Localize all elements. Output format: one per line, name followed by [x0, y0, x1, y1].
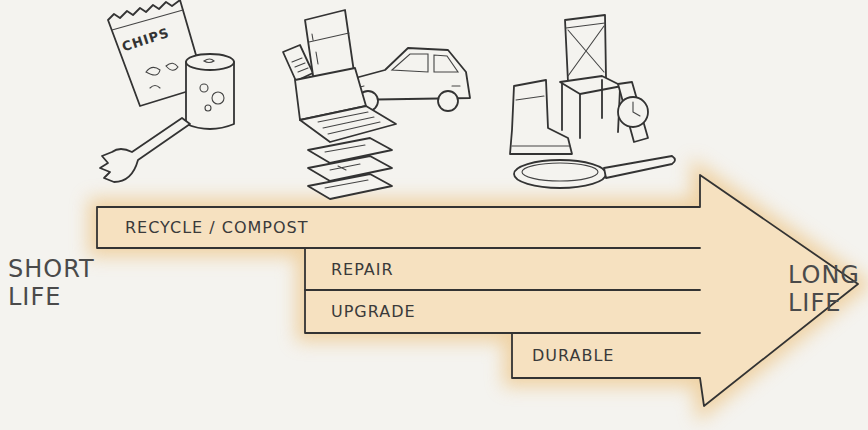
- chair-cross: [566, 23, 605, 76]
- pan-handle: [604, 156, 675, 178]
- device-layer: [308, 174, 392, 199]
- car-wheel: [438, 91, 458, 111]
- chair-legs: [562, 80, 620, 138]
- arrow-band: DURABLE: [512, 333, 700, 378]
- arrow-outline: [97, 175, 858, 406]
- arrow-glow: [97, 175, 858, 406]
- arrow-fill: [97, 175, 858, 406]
- chip-sketch: [146, 63, 178, 88]
- watch-strap: [618, 82, 648, 142]
- car-windows: [356, 54, 460, 88]
- can-bubble: [212, 92, 224, 104]
- band-label: REPAIR: [331, 260, 394, 279]
- phone-keys: [292, 58, 308, 72]
- band-label: RECYCLE / COMPOST: [125, 218, 309, 237]
- layer-detail: [325, 145, 368, 188]
- band-label: DURABLE: [532, 346, 614, 365]
- pan-inner: [522, 163, 598, 181]
- can-bubble: [200, 84, 208, 92]
- frying-pan: [514, 160, 606, 188]
- band-divider: [512, 332, 700, 334]
- watch-face: [618, 97, 648, 127]
- band-label: UPGRADE: [331, 302, 416, 321]
- soda-can: [186, 62, 234, 129]
- bag-crimp: [112, 10, 183, 30]
- arrow-band: UPGRADE: [305, 290, 700, 333]
- can-tab: [204, 59, 214, 63]
- chair-back: [565, 15, 606, 82]
- band-divider: [305, 289, 700, 291]
- arrow-band: REPAIR: [305, 248, 700, 290]
- fridge-door: [309, 33, 349, 64]
- laptop-keys: [318, 112, 380, 134]
- spork: [100, 118, 190, 182]
- axis-label: SHORT LIFE: [8, 256, 95, 311]
- band-divider: [305, 247, 700, 249]
- chair-seat: [560, 76, 622, 94]
- watch-hands: [633, 102, 640, 116]
- arrow-band: RECYCLE / COMPOST: [97, 207, 700, 248]
- laptop-base: [300, 106, 396, 142]
- can-bubble: [205, 105, 211, 111]
- can-top: [186, 54, 234, 70]
- axis-label: LONG LIFE: [788, 262, 860, 317]
